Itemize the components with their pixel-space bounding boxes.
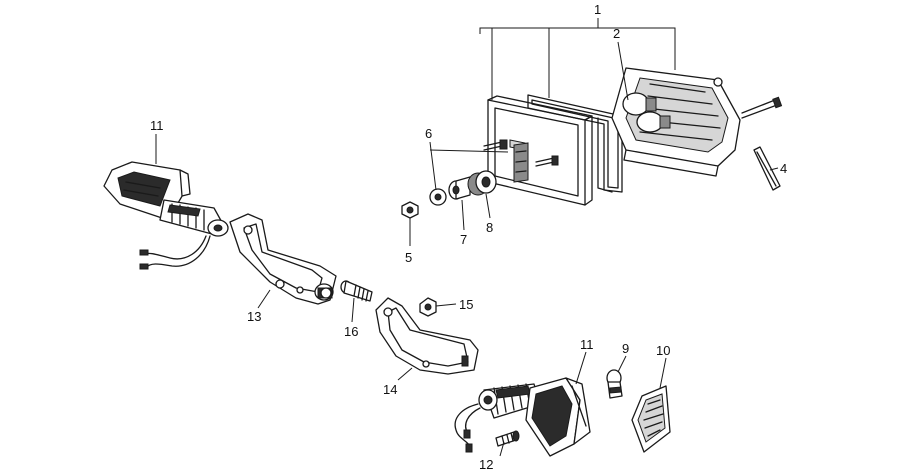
- leader-lines: [155, 18, 779, 457]
- nut-part-5: [401, 201, 419, 219]
- callout-12: 12: [479, 457, 493, 471]
- callout-4: 4: [780, 161, 787, 176]
- lens-studs: [483, 139, 559, 183]
- nut-part-15: [419, 297, 437, 317]
- callout-16: 16: [344, 324, 358, 339]
- spacer-part-7: [448, 176, 471, 200]
- turn-signal-left: [103, 161, 229, 270]
- callout-11-bottom: 11: [580, 337, 594, 352]
- screw-part-12: [495, 430, 520, 447]
- callout-11-top: 11: [150, 118, 164, 133]
- callout-1: 1: [594, 2, 601, 17]
- washer-part-6: [429, 188, 447, 206]
- callout-10: 10: [656, 343, 670, 358]
- turn-signal-right: [454, 377, 591, 457]
- lamp-bulbs: [622, 92, 671, 133]
- callout-14: 14: [383, 382, 397, 397]
- bracket-right-part-14: [375, 297, 479, 375]
- housing-screw: [741, 96, 783, 119]
- bracket-left-part-13: [229, 213, 337, 305]
- reflector-strip: [753, 146, 781, 191]
- bolt-part-16: [340, 280, 373, 302]
- callout-13: 13: [247, 309, 261, 324]
- callout-8: 8: [486, 220, 493, 235]
- callout-2: 2: [613, 26, 620, 41]
- callout-7: 7: [460, 232, 467, 247]
- rear-lamp-assembly: [483, 67, 783, 206]
- lamp-housing: [611, 67, 741, 177]
- callout-6: 6: [425, 126, 432, 141]
- grommet-part-8: [467, 170, 497, 196]
- callout-5: 5: [405, 250, 412, 265]
- bulb-part-9: [606, 369, 623, 399]
- callout-15: 15: [459, 297, 473, 312]
- lens-cover-part-10: [631, 385, 671, 453]
- callout-labels: 1 2 4 5 6 7 8 11 13 16 15 14 11 9 10 12: [150, 2, 787, 471]
- lamp-lens: [487, 95, 593, 206]
- callout-9: 9: [622, 341, 629, 356]
